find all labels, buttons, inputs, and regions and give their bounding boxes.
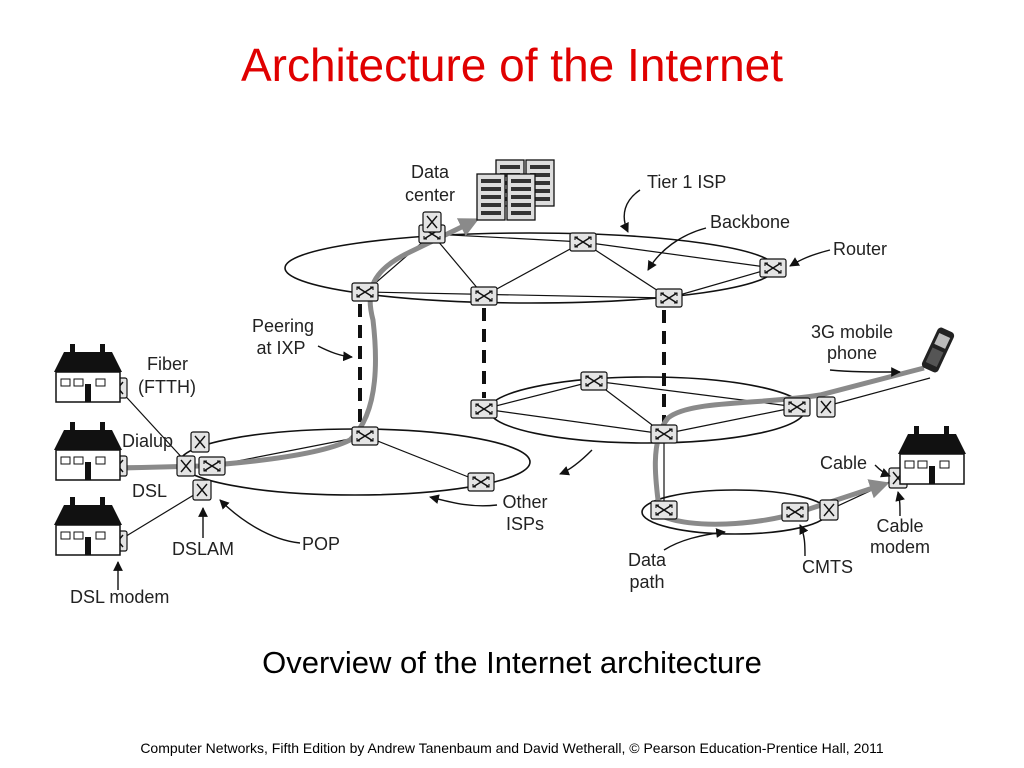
callout-arrows <box>113 189 905 590</box>
label-data-center-1: Data <box>411 162 450 182</box>
label-fiber-1: Fiber <box>147 354 188 374</box>
label-data-path-1: Data <box>628 550 667 570</box>
house-icon <box>53 496 123 556</box>
label-data-path-2: path <box>629 572 664 592</box>
label-peering-1: Peering <box>252 316 314 336</box>
label-tier1-isp: Tier 1 ISP <box>647 172 726 192</box>
label-dialup: Dialup <box>122 431 173 451</box>
server-rack-icon <box>476 159 555 221</box>
house-icon <box>53 343 123 403</box>
label-other-isps-2: ISPs <box>506 514 544 534</box>
label-dsl-modem: DSL modem <box>70 587 169 607</box>
label-backbone: Backbone <box>710 212 790 232</box>
slide-title: Architecture of the Internet <box>240 39 784 91</box>
label-dsl: DSL <box>132 481 167 501</box>
mobile-phone-icon <box>921 327 955 373</box>
label-mobile-2: phone <box>827 343 877 363</box>
label-dslam: DSLAM <box>172 539 234 559</box>
label-cable-modem-2: modem <box>870 537 930 557</box>
data-path-line-2 <box>652 365 925 527</box>
figure-caption: Overview of the Internet architecture <box>262 645 762 680</box>
label-peering-2: at IXP <box>256 338 305 358</box>
router-icons <box>198 224 811 522</box>
label-data-center-2: center <box>405 185 455 205</box>
label-fiber-2: (FTTH) <box>138 377 196 397</box>
label-pop: POP <box>302 534 340 554</box>
label-router: Router <box>833 239 887 259</box>
internet-architecture-diagram: Data center Tier 1 ISP Backbone Router P… <box>53 159 967 607</box>
diagram-labels: Data center Tier 1 ISP Backbone Router P… <box>70 162 930 607</box>
house-icon <box>53 421 123 481</box>
label-mobile-1: 3G mobile <box>811 322 893 342</box>
source-credit: Computer Networks, Fifth Edition by Andr… <box>140 740 884 756</box>
peering-links <box>358 304 666 426</box>
label-cable-modem-1: Cable <box>876 516 923 536</box>
label-other-isps-1: Other <box>502 492 547 512</box>
label-cable: Cable <box>820 453 867 473</box>
label-cmts: CMTS <box>802 557 853 577</box>
other-isp-ring <box>488 376 806 444</box>
house-icon <box>897 425 967 485</box>
